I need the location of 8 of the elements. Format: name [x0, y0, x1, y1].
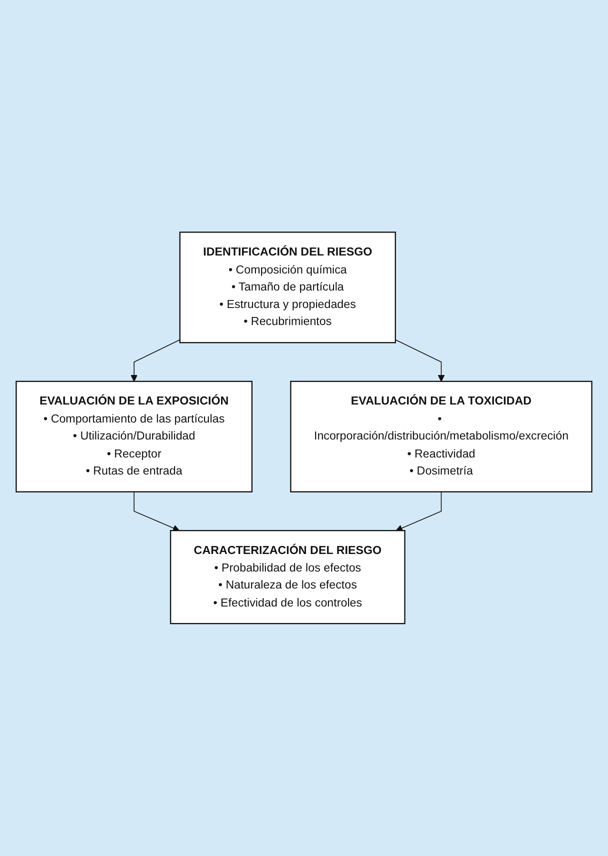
node-box: EVALUACIÓN DE LA TOXICIDAD • Incorporación/distribución/metabolismo/excreción • Reactividad • Dosimetría	[290, 380, 592, 492]
node-box: IDENTIFICACIÓN DEL RIESGO • Composición química • Tamaño de partícula • Estructura y propiedades • Recubrimientos	[179, 232, 396, 344]
arrow	[395, 339, 445, 382]
node-box: EVALUACIÓN DE LA EXPOSICIÓN • Comportamiento de las partículas • Utilización/Durabilidad • Receptor • Rutas de entrada	[16, 380, 253, 492]
arrow	[130, 339, 180, 382]
node-box: CARACTERIZACIÓN DEL RIESGO • Probabilidad de los efectos • Naturaleza de los efectos • Efectividad de los controles	[170, 530, 406, 624]
arrow	[396, 492, 442, 532]
arrow	[134, 492, 180, 532]
